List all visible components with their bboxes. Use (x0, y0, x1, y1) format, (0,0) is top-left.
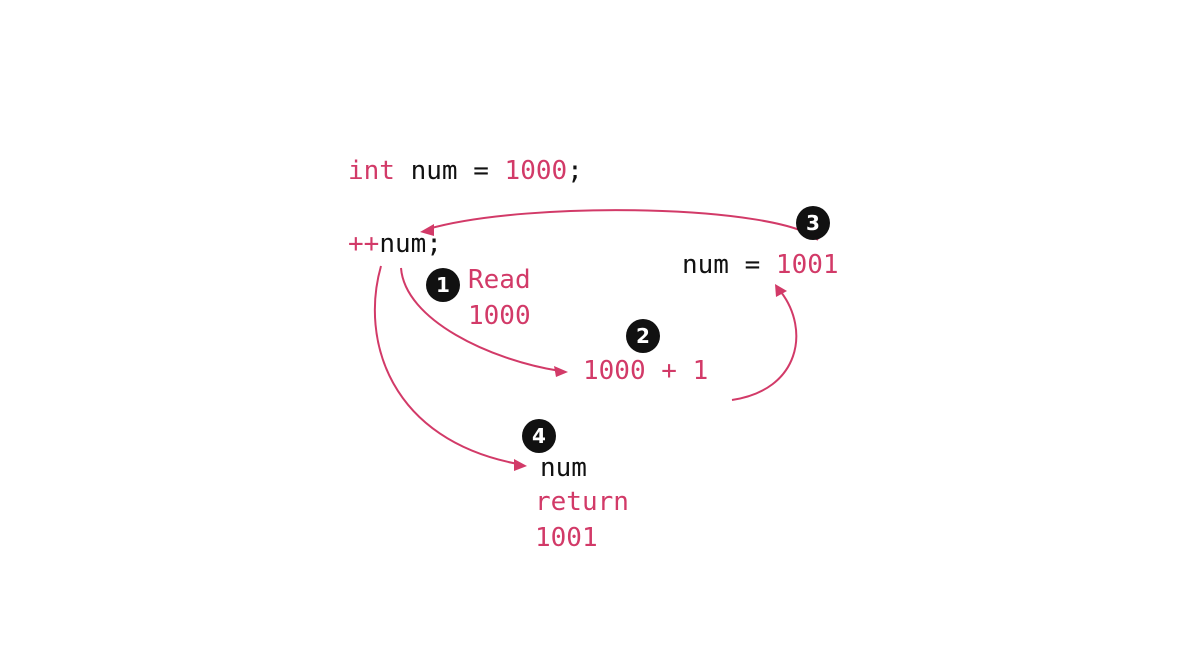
statement-end: ; (426, 229, 442, 259)
step-3-badge: 3 (796, 206, 830, 240)
arrow-statement-to-return (373, 265, 519, 465)
increment-operator: ++ (348, 229, 380, 259)
step-2-text: 1000 + 1 (583, 356, 709, 386)
arrowhead-add (554, 366, 568, 377)
declaration-line: int num = 1000; (348, 156, 583, 186)
step-3-line: num = 1001 (682, 250, 839, 280)
arrowhead-statement (420, 224, 434, 236)
declaration-keyword: int (348, 156, 395, 186)
step-4-line2: return (535, 487, 629, 517)
statement-line: ++num; (348, 229, 442, 259)
step-3-label: num = (682, 250, 776, 280)
arrow-add-to-assign (731, 291, 798, 401)
step-4-badge: 4 (522, 419, 556, 453)
step-1-line2: 1000 (468, 301, 531, 331)
step-1-line1: Read (468, 265, 531, 295)
step-4-line3: 1001 (535, 523, 598, 553)
step-1-badge: 1 (426, 268, 460, 302)
declaration-value: 1000 (504, 156, 568, 186)
declaration-rest: num = (394, 156, 505, 186)
arrow-read-to-add (400, 267, 561, 372)
arrowhead-assign (775, 284, 787, 297)
statement-operand: num (379, 229, 427, 259)
arrow-assign-to-statement (427, 209, 819, 241)
step-3-value: 1001 (775, 250, 839, 280)
step-4-label: num (540, 453, 587, 483)
arrowhead-return (514, 459, 527, 471)
step-2-badge: 2 (626, 319, 660, 353)
declaration-end: ; (567, 156, 583, 186)
